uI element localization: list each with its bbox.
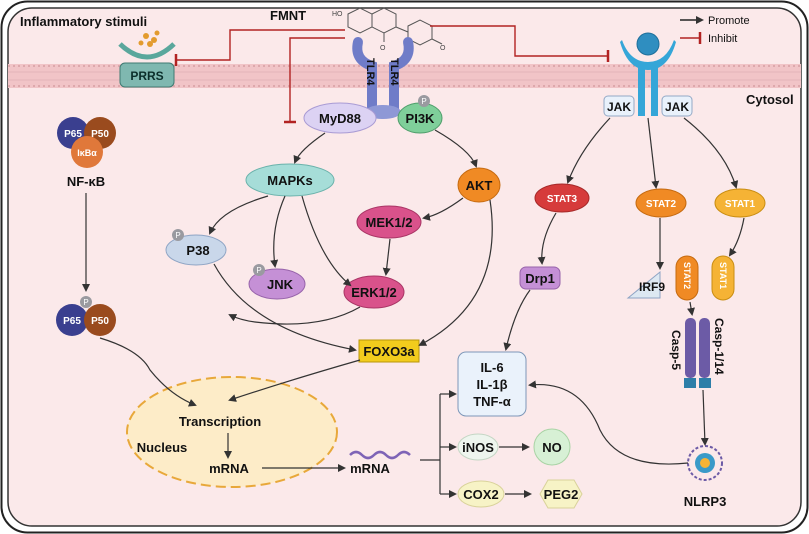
jnk-node	[248, 268, 306, 300]
drp1-node	[519, 266, 561, 290]
fmnt-label: FMNT	[270, 8, 306, 23]
tlr4-right-label: TLR4	[388, 58, 400, 86]
inos-node	[457, 433, 499, 461]
stat2-irf9-node	[675, 255, 699, 301]
stat1-node	[714, 188, 766, 218]
p38-node	[165, 234, 227, 266]
stat1-irf9-node	[711, 255, 735, 301]
casp5-label: Casp-5	[669, 330, 683, 370]
cytokine-receptor	[620, 32, 676, 116]
casp114-bar	[699, 318, 710, 378]
ikba-label: IκBα	[77, 148, 97, 158]
promote-arrows	[99, 117, 745, 465]
p65-dimer-label: P65	[63, 316, 81, 327]
erk12-node	[343, 275, 405, 309]
myd88-label: MyD88	[319, 111, 361, 126]
nlrp3-label: NLRP3	[684, 494, 727, 509]
irf9-label: IRF9	[639, 280, 665, 294]
p65-p50-dimer	[56, 296, 116, 336]
mrna-wave-icon	[349, 450, 411, 460]
cox2-label: COX2	[463, 487, 498, 502]
svg-text:O: O	[440, 45, 446, 52]
jak-right-node	[661, 95, 693, 117]
transcription-label: Transcription	[179, 414, 261, 429]
dimer-phospho-label: P	[83, 298, 88, 307]
il1b-label: IL-1β	[476, 377, 507, 392]
mrna-branch-arrows	[420, 390, 457, 498]
mek12-node	[356, 205, 422, 239]
mapks-label: MAPKs	[267, 173, 313, 188]
no-label: NO	[542, 440, 562, 455]
casp5-anchor	[684, 378, 696, 388]
cox2-node	[457, 480, 505, 508]
foxo3a-node	[358, 339, 420, 363]
inos-label: iNOS	[462, 440, 494, 455]
p50-label: P50	[91, 129, 109, 140]
foxo3a-label: FOXO3a	[363, 344, 415, 359]
pi3k-phospho-icon	[418, 95, 430, 107]
irf9-node	[626, 270, 661, 299]
p38-label: P38	[186, 243, 209, 258]
nfkb-label: NF-κB	[67, 174, 105, 189]
jak-left-node	[603, 95, 635, 117]
stat3-label: STAT3	[547, 194, 578, 205]
p38-phospho-icon	[172, 229, 184, 241]
tlr4-left-label: TLR4	[364, 58, 376, 86]
stat2-label: STAT2	[646, 199, 677, 210]
tnfa-label: TNF-α	[473, 394, 511, 409]
erk12-label: ERK1/2	[351, 285, 397, 300]
legend-promote: Promote	[708, 15, 750, 27]
no-node	[533, 428, 571, 466]
jak-left-label: JAK	[607, 100, 631, 114]
prrs-label: PRRS	[130, 69, 163, 83]
akt-label: AKT	[466, 178, 493, 193]
nlrp3-inflammasome-icon	[687, 445, 723, 481]
mapks-node	[245, 163, 335, 197]
mek12-label: MEK1/2	[366, 215, 413, 230]
fmnt-structure-icon: HO O O	[332, 7, 446, 52]
nfkb-complex	[57, 117, 116, 168]
casp114-label: Casp-1/14	[712, 318, 726, 375]
casp5-bar	[685, 318, 696, 378]
mrna-out-label: mRNA	[350, 461, 390, 476]
fmnt-inhibit-lines	[174, 25, 610, 124]
mrna-in-label: mRNA	[209, 461, 249, 476]
stat3-node	[534, 183, 590, 213]
akt-node	[457, 167, 501, 203]
stat2-node	[635, 188, 687, 218]
legend-inhibit: Inhibit	[708, 33, 737, 45]
jak-right-label: JAK	[665, 100, 689, 114]
legend: Promote Inhibit	[680, 15, 750, 45]
stat1-label: STAT1	[725, 199, 756, 210]
peg2-node	[539, 479, 583, 509]
casp114-anchor	[699, 378, 711, 388]
jnk-phospho-icon	[253, 264, 265, 276]
jnk-label: JNK	[267, 277, 294, 292]
cytokines-box	[457, 351, 527, 417]
stimuli-particles-icon	[138, 30, 160, 47]
p65-label: P65	[64, 129, 82, 140]
drp1-label: Drp1	[525, 271, 555, 286]
nucleus	[126, 376, 338, 488]
cytosol-label: Cytosol	[746, 92, 794, 107]
il6-label: IL-6	[480, 360, 503, 375]
svg-text:HO: HO	[332, 11, 343, 18]
nucleus-label: Nucleus	[137, 440, 188, 455]
jnk-phospho-label: P	[256, 266, 261, 275]
stat2-complex-label: STAT2	[682, 262, 692, 289]
stat1-complex-label: STAT1	[718, 262, 728, 289]
svg-text:O: O	[380, 45, 386, 52]
prrs-receptor	[119, 62, 175, 88]
pi3k-phospho-label: P	[421, 97, 426, 106]
prrs-cup-icon	[118, 42, 176, 60]
pi3k-label: PI3K	[406, 111, 436, 126]
inflammatory-stimuli-label: Inflammatory stimuli	[20, 14, 147, 29]
myd88-node	[303, 102, 377, 134]
peg2-label: PEG2	[544, 487, 579, 502]
p38-phospho-label: P	[175, 231, 180, 240]
p50-dimer-label: P50	[91, 316, 109, 327]
